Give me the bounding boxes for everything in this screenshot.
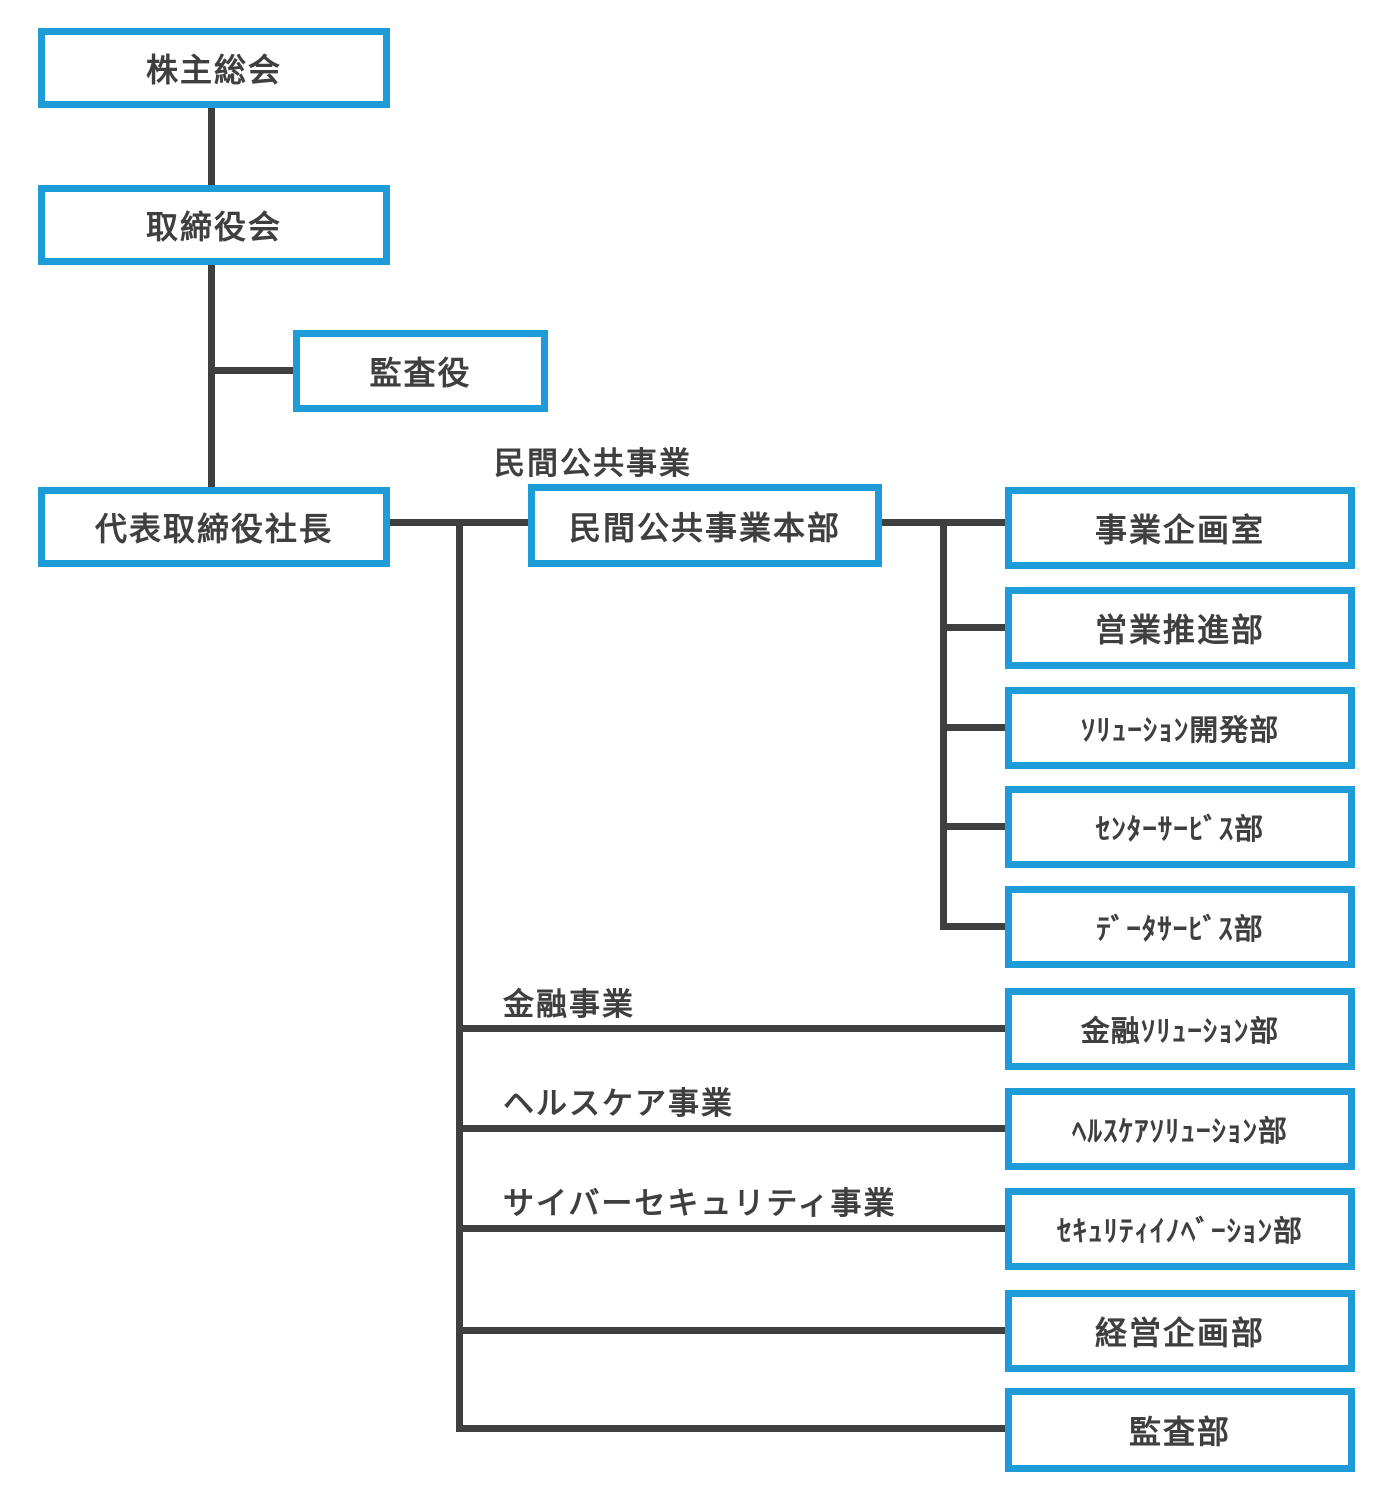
stub-center-service [940,823,1007,830]
node-minkan-hq: 民間公共事業本部 [528,484,882,567]
node-sales-promotion: 営業推進部 [1005,587,1355,669]
stub-security-innovation [456,1225,1007,1232]
stub-solution-dev [940,724,1007,731]
node-business-planning: 事業企画室 [1005,487,1355,569]
group-label-healthcare: ヘルスケア事業 [503,1086,734,1121]
connector-auditor-branch [211,367,293,374]
stub-data-service [940,923,1007,930]
node-shareholders-meeting: 株主総会 [38,28,390,108]
node-board-of-directors: 取締役会 [38,185,390,265]
connector-shareholders-board [208,108,215,186]
stub-sales-promo [940,624,1007,631]
node-healthcare-solution: ﾍﾙｽｹｱｿﾘｭｰｼｮﾝ部 [1005,1088,1355,1170]
node-auditor: 監査役 [293,330,548,412]
stub-finance-solution [456,1025,1007,1032]
node-center-service: ｾﾝﾀｰｻｰﾋﾞｽ部 [1005,786,1355,868]
trunk-president-vertical [456,519,463,1432]
node-data-service: ﾃﾞｰﾀｻｰﾋﾞｽ部 [1005,886,1355,968]
node-audit-department: 監査部 [1005,1388,1355,1472]
group-label-minkan: 民間公共事業 [494,446,692,481]
node-president: 代表取締役社長 [38,487,390,567]
group-label-finance: 金融事業 [503,987,635,1022]
node-finance-solution: 金融ｿﾘｭｰｼｮﾝ部 [1005,988,1355,1070]
node-corporate-planning: 経営企画部 [1005,1290,1355,1372]
node-security-innovation: ｾｷｭﾘﾃｨｲﾉﾍﾞｰｼｮﾝ部 [1005,1188,1355,1270]
stub-audit-dept [456,1425,1007,1432]
node-solution-dev: ｿﾘｭｰｼｮﾝ開発部 [1005,687,1355,769]
group-label-cybersecurity: サイバーセキュリティ事業 [503,1186,897,1221]
connector-board-president [208,265,215,488]
stub-corporate-planning [456,1327,1007,1334]
stub-healthcare-solution [456,1125,1007,1132]
